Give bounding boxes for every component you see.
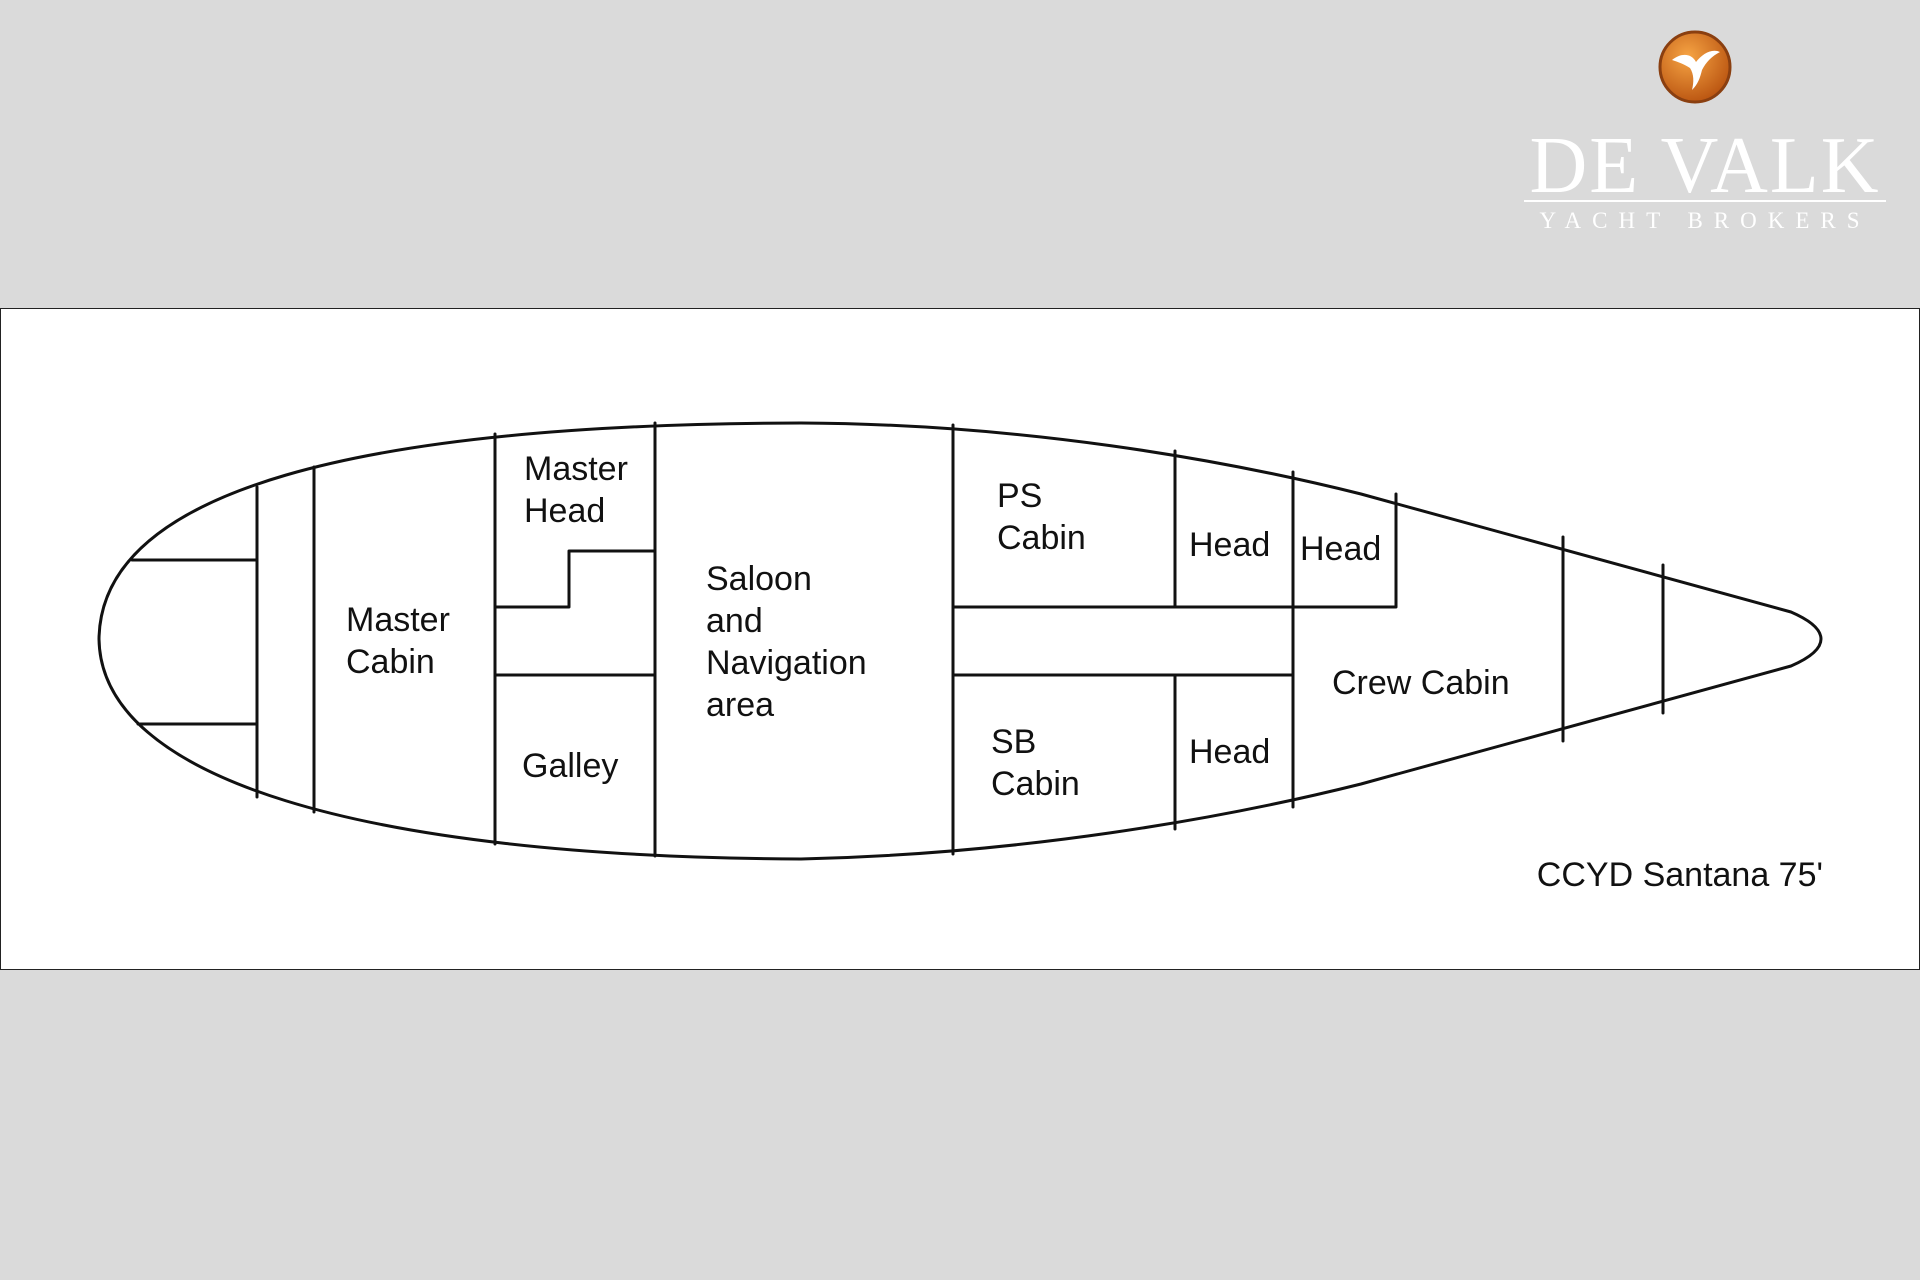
- label-head-ps2: Head: [1300, 530, 1381, 568]
- plan-panel: Master Head Master Cabin Galley Saloon a…: [0, 308, 1920, 970]
- label-sb-cabin: SB Cabin: [991, 723, 1080, 803]
- label-galley: Galley: [522, 747, 618, 785]
- label-crew-cabin: Crew Cabin: [1332, 664, 1510, 702]
- label-master-head: Master Head: [524, 450, 637, 530]
- hull-outline: [97, 421, 1823, 861]
- brand-logo: DE VALK YACHT BROKERS: [1520, 30, 1890, 233]
- falcon-emblem-icon: [1658, 30, 1732, 104]
- brand-rule: [1524, 200, 1886, 202]
- brand-name: DE VALK: [1529, 122, 1881, 210]
- plan-caption: CCYD Santana 75': [1537, 856, 1823, 894]
- label-head-ps: Head: [1189, 526, 1270, 564]
- label-saloon: Saloon and Navigation area: [706, 560, 876, 724]
- ps-head2-wall: [1173, 492, 1398, 609]
- master-head-wall: [493, 549, 657, 609]
- deck-plan: Master Head Master Cabin Galley Saloon a…: [97, 421, 1823, 894]
- brand-tagline: YACHT BROKERS: [1539, 208, 1871, 233]
- label-master-cabin: Master Cabin: [346, 601, 459, 681]
- label-head-sb: Head: [1189, 733, 1270, 771]
- label-ps-cabin: PS Cabin: [997, 477, 1086, 557]
